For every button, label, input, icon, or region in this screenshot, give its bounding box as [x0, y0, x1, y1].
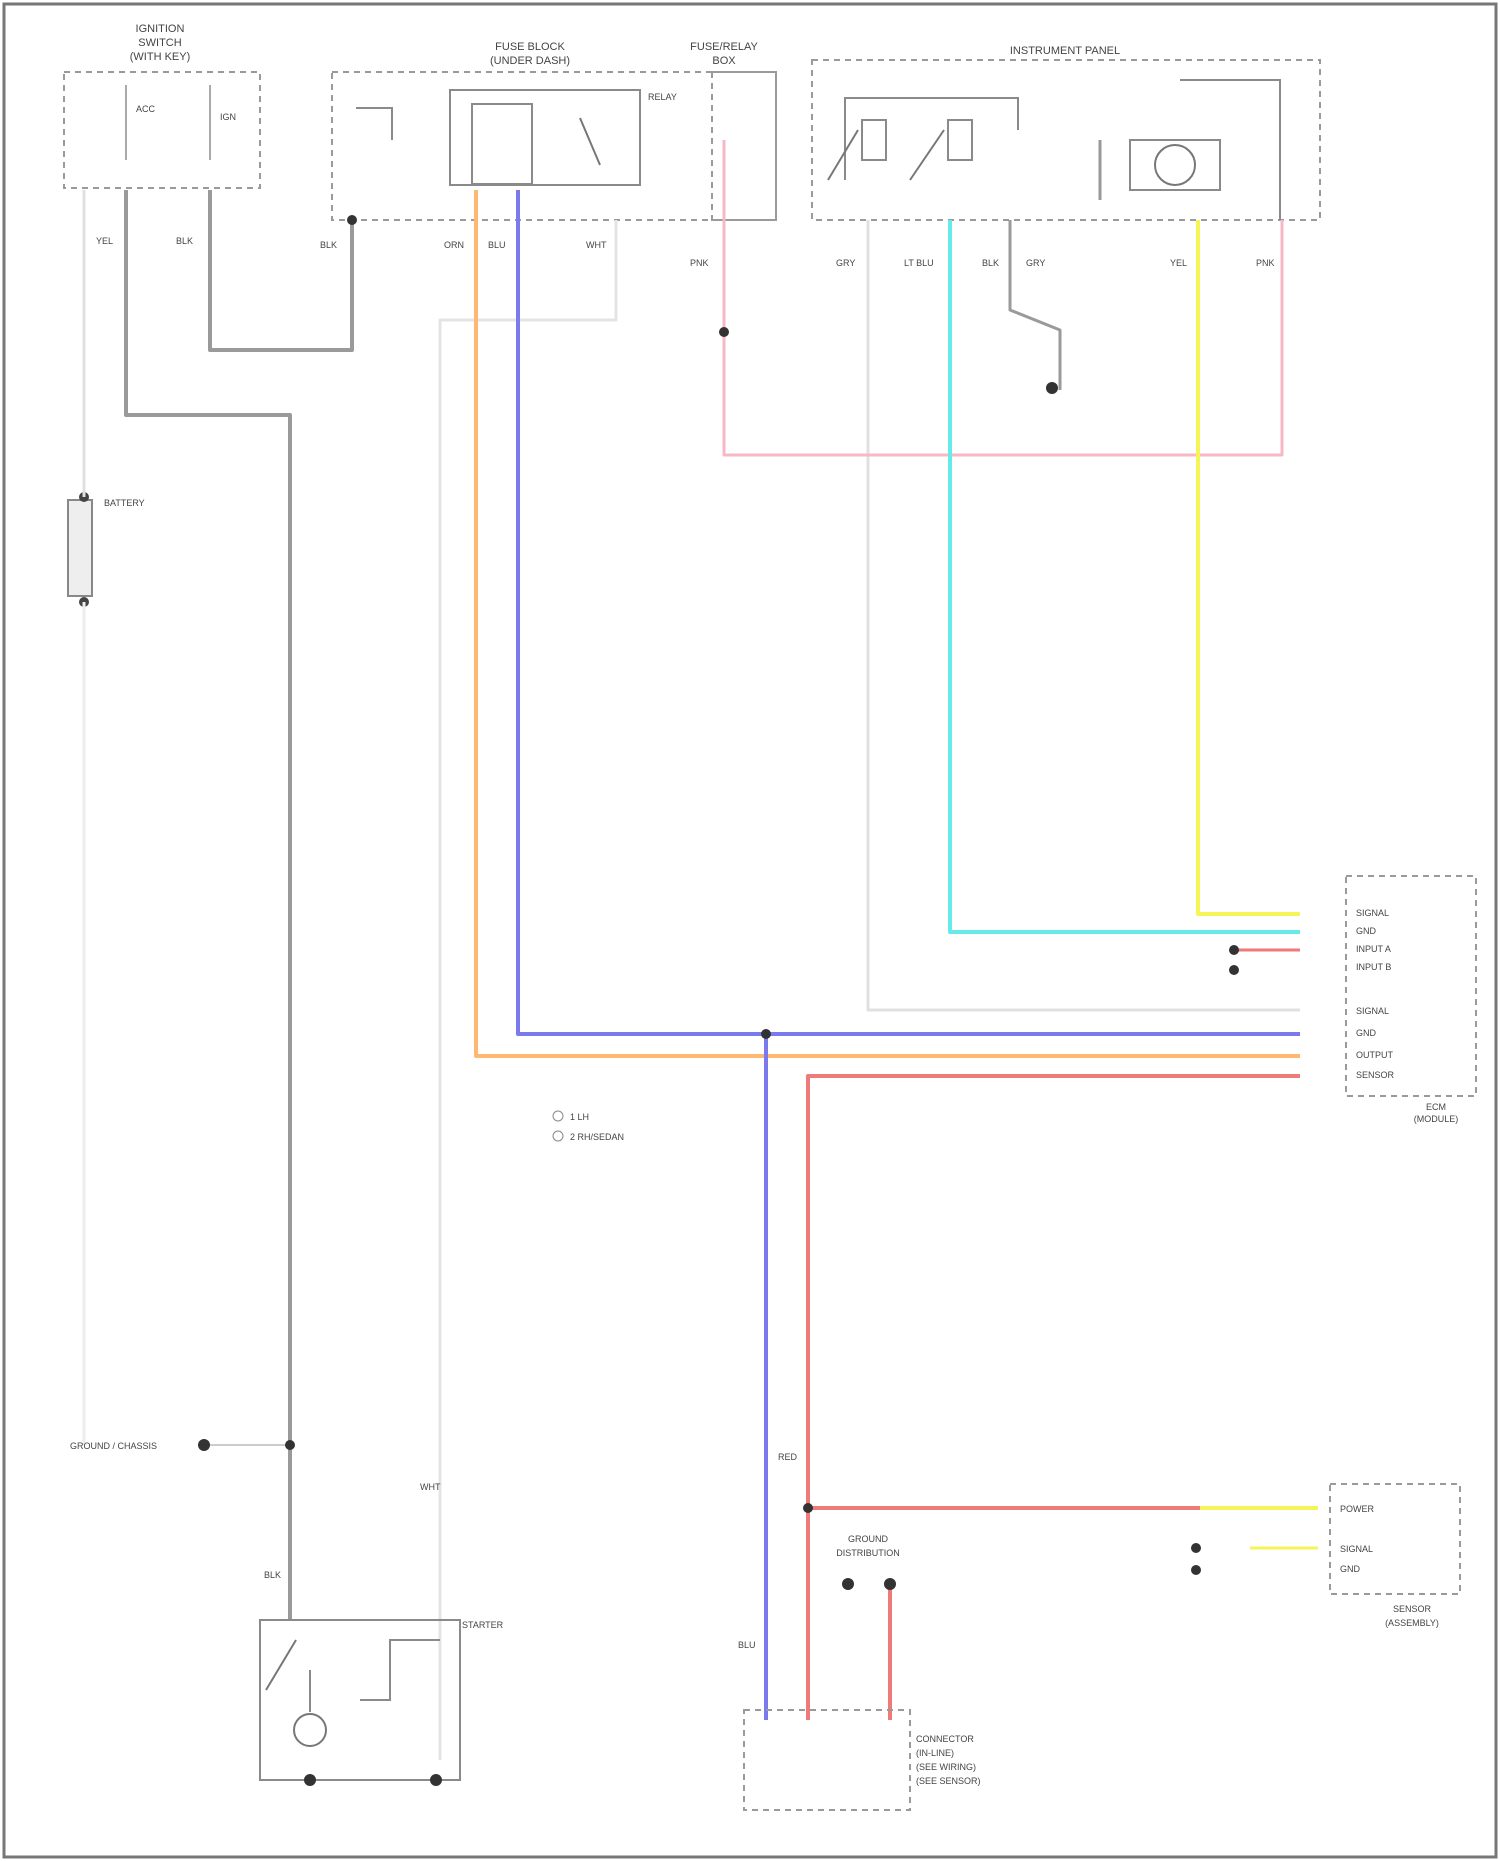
- sensor-title: SENSOR: [1393, 1604, 1432, 1614]
- svg-text:(SEE WIRING): (SEE WIRING): [916, 1762, 976, 1772]
- wire-label: RED: [778, 1452, 798, 1462]
- wire-label: PNK: [690, 258, 709, 268]
- starter-label: STARTER: [462, 1620, 504, 1630]
- ground-left-label: GROUND / CHASSIS: [70, 1441, 157, 1451]
- svg-text:OUTPUT: OUTPUT: [1356, 1050, 1394, 1060]
- relay-label: RELAY: [648, 92, 677, 102]
- svg-text:(WITH KEY): (WITH KEY): [130, 51, 191, 63]
- ignition-switch-title: IGNITION: [136, 23, 185, 35]
- wire-label: LT BLU: [904, 258, 934, 268]
- svg-text:GND: GND: [1340, 1564, 1361, 1574]
- svg-text:IGN: IGN: [220, 112, 236, 122]
- svg-text:SIGNAL: SIGNAL: [1340, 1544, 1373, 1554]
- note-1: 1 LH: [570, 1112, 589, 1122]
- svg-text:BOX: BOX: [712, 55, 736, 67]
- ground-mid-title: GROUND: [848, 1534, 888, 1544]
- ground-chassis: GROUND / CHASSIS: [70, 1441, 157, 1451]
- wire-label: BLU: [738, 1640, 756, 1650]
- wire-label: BLU: [488, 240, 506, 250]
- svg-text:GND: GND: [1356, 1028, 1377, 1038]
- wire-label: WHT: [420, 1482, 441, 1492]
- svg-text:(MODULE): (MODULE): [1414, 1114, 1459, 1124]
- wire-label: BLK: [982, 258, 999, 268]
- svg-text:INPUT B: INPUT B: [1356, 962, 1391, 972]
- svg-text:SWITCH: SWITCH: [138, 37, 181, 49]
- svg-text:(ASSEMBLY): (ASSEMBLY): [1385, 1618, 1439, 1628]
- wire-label: GRY: [836, 258, 855, 268]
- wire-label: BLK: [264, 1570, 281, 1580]
- svg-text:GND: GND: [1356, 926, 1377, 936]
- svg-text:(SEE SENSOR): (SEE SENSOR): [916, 1776, 981, 1786]
- svg-text:DISTRIBUTION: DISTRIBUTION: [836, 1548, 900, 1558]
- svg-text:SIGNAL: SIGNAL: [1356, 908, 1389, 918]
- note-2: 2 RH/SEDAN: [570, 1132, 624, 1142]
- svg-text:ACC: ACC: [136, 104, 156, 114]
- wire-label: BLK: [320, 240, 337, 250]
- svg-text:POWER: POWER: [1340, 1504, 1375, 1514]
- wire-label: YEL: [96, 236, 113, 246]
- fuse-relay-box-title: FUSE/RELAY: [690, 41, 758, 53]
- fuse-block-title: FUSE BLOCK: [495, 41, 565, 53]
- svg-text:SENSOR: SENSOR: [1356, 1070, 1395, 1080]
- wire-label: PNK: [1256, 258, 1275, 268]
- wire-label: GRY: [1026, 258, 1045, 268]
- wire-label: YEL: [1170, 258, 1187, 268]
- svg-text:SIGNAL: SIGNAL: [1356, 1006, 1389, 1016]
- instrument-panel-title: INSTRUMENT PANEL: [1010, 45, 1120, 57]
- svg-text:(UNDER DASH): (UNDER DASH): [490, 55, 570, 67]
- wire-label: BLK: [176, 236, 193, 246]
- wire-label: WHT: [586, 240, 607, 250]
- svg-text:INPUT A: INPUT A: [1356, 944, 1391, 954]
- connector-title: CONNECTOR: [916, 1734, 974, 1744]
- wire-label: ORN: [444, 240, 464, 250]
- ecm-title: ECM: [1426, 1102, 1446, 1112]
- svg-text:(IN-LINE): (IN-LINE): [916, 1748, 954, 1758]
- battery-label: BATTERY: [104, 498, 145, 508]
